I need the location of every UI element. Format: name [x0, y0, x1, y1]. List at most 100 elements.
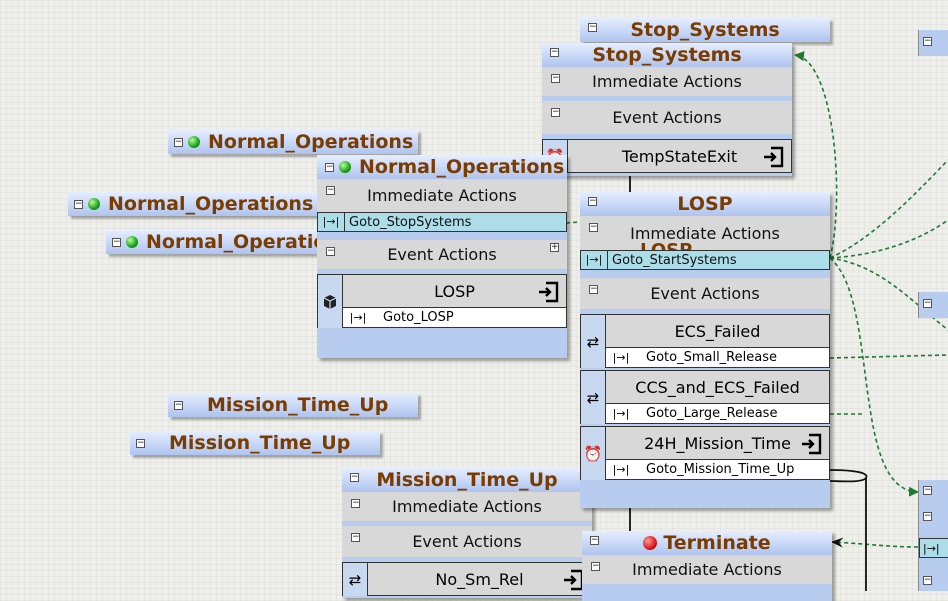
event-temp-state-exit[interactable]: ⏰ TempStateExit [542, 139, 792, 173]
event-24h-mission-time[interactable]: ⏰ 24H_Mission_Time |→| Goto_Mission_Time… [580, 426, 830, 480]
collapse-icon[interactable]: − [174, 399, 183, 410]
collapse-icon[interactable]: − [588, 196, 597, 206]
event-ccs-and-ecs-failed[interactable]: ⇄ CCS_and_ECS_Failed |→| Goto_Large_Rele… [580, 370, 830, 426]
section-label: Event Actions [612, 108, 722, 127]
active-state-icon [88, 198, 100, 210]
losp-header[interactable]: − LOSP [580, 192, 830, 216]
goto-start-systems[interactable]: |→| Goto_StartSystems [580, 250, 830, 270]
transition-start-systems-d [829, 257, 919, 497]
goto-icon: |→| [612, 463, 630, 476]
collapse-icon[interactable]: − [351, 532, 360, 542]
terminate-state[interactable]: − Terminate − Immediate Actions [582, 531, 832, 601]
collapse-icon[interactable]: − [923, 298, 932, 308]
normal-operations-header-1[interactable]: − Normal_Operations [168, 130, 418, 154]
event-actions-section[interactable]: − Event Actions [542, 101, 792, 139]
collapse-icon[interactable]: − [923, 575, 932, 585]
transition-start-systems-b [829, 219, 948, 259]
collapse-icon[interactable]: − [350, 472, 359, 482]
goto-small-release[interactable]: |→| Goto_Small_Release [606, 348, 830, 368]
mission-time-up-header[interactable]: − Mission_Time_Up [342, 468, 592, 492]
state-title: Normal_Operations [108, 193, 314, 215]
immediate-actions-section[interactable]: − Immediate Actions [342, 492, 592, 526]
normal-operations-header-2[interactable]: − Normal_Operations [68, 192, 318, 216]
offscreen-state-1[interactable]: − [918, 30, 948, 56]
section-label: Immediate Actions [392, 497, 542, 516]
state-title: Normal_Operations [208, 131, 414, 153]
normal-operations-header[interactable]: − Normal_Operations [317, 155, 567, 179]
state-change-icon: ⇄ [580, 370, 606, 424]
transition-small-release [829, 354, 948, 359]
collapse-icon[interactable]: − [551, 73, 560, 83]
state-title: Terminate [663, 532, 771, 554]
goto-mission-time-up[interactable]: |→| Goto_Mission_Time_Up [606, 460, 830, 480]
mission-time-up-state[interactable]: − Mission_Time_Up − Immediate Actions − … [342, 468, 592, 598]
collapse-icon[interactable]: − [136, 437, 145, 448]
expand-icon[interactable]: + [550, 242, 559, 252]
immediate-actions-section[interactable]: − Immediate Actions LOSP [580, 216, 830, 261]
offscreen-state-2[interactable]: − [918, 292, 948, 318]
losp-state[interactable]: − LOSP − Immediate Actions LOSP |→| Goto… [580, 192, 830, 508]
alarm-clock-icon: ⏰ [580, 426, 606, 480]
event-name: CCS_and_ECS_Failed [635, 377, 800, 397]
section-label: Event Actions [412, 532, 522, 551]
normal-operations-header-3[interactable]: − Normal_Operations [106, 230, 356, 254]
offscreen-state-3[interactable]: − − |→| − [918, 480, 948, 591]
state-title: LOSP [677, 193, 733, 215]
stop-systems-header-back[interactable]: − Stop_Systems [580, 18, 830, 42]
goto-row-partial[interactable]: |→| [919, 538, 948, 558]
goto-icon: |→| [612, 407, 630, 420]
exit-state-icon [802, 433, 822, 455]
goto-large-release[interactable]: |→| Goto_Large_Release [606, 404, 830, 424]
event-ecs-failed[interactable]: ⇄ ECS_Failed |→| Goto_Small_Release [580, 314, 830, 370]
terminal-state-icon [643, 536, 658, 550]
event-actions-section[interactable]: − Event Actions + [317, 240, 567, 274]
collapse-icon[interactable]: − [174, 136, 183, 147]
collapse-icon[interactable]: − [589, 222, 598, 232]
event-actions-section[interactable]: − Event Actions [342, 526, 592, 562]
immediate-actions-section[interactable]: − Immediate Actions [542, 67, 792, 101]
section-label: Event Actions [387, 245, 497, 264]
collapse-icon[interactable]: − [351, 498, 360, 508]
collapse-icon[interactable]: − [923, 511, 932, 521]
collapse-icon[interactable]: − [590, 535, 599, 545]
state-change-icon: ⇄ [342, 562, 368, 596]
terminate-header[interactable]: − Terminate [582, 531, 832, 555]
collapse-icon[interactable]: − [550, 47, 559, 57]
collapse-icon[interactable]: − [112, 236, 121, 247]
collapse-icon[interactable]: − [326, 185, 335, 195]
transition-start-systems-a [829, 159, 948, 259]
event-name: ECS_Failed [674, 321, 761, 341]
immediate-actions-section[interactable]: − Immediate Actions [317, 179, 567, 212]
collapse-icon[interactable]: − [326, 246, 335, 256]
normal-operations-state[interactable]: − Normal_Operations − Immediate Actions … [317, 155, 567, 358]
goto-stop-systems[interactable]: |→| Goto_StopSystems [317, 212, 567, 232]
event-no-sm-rel[interactable]: ⇄ No_Sm_Rel [342, 562, 592, 596]
event-actions-section[interactable]: − Event Actions [580, 278, 830, 314]
section-label: Event Actions [650, 284, 760, 303]
collapse-icon[interactable]: − [588, 22, 597, 32]
mission-time-up-header-1[interactable]: − Mission_Time_Up [168, 393, 418, 417]
state-title: Stop_Systems [630, 19, 780, 41]
collapse-icon[interactable]: − [591, 561, 600, 571]
stop-systems-state[interactable]: − Stop_Systems − Immediate Actions − Eve… [542, 43, 792, 176]
collapse-icon[interactable]: − [923, 36, 932, 46]
section-label: Immediate Actions [367, 186, 517, 205]
transition-terminate [831, 537, 919, 548]
immediate-actions-section[interactable]: − Immediate Actions [582, 555, 832, 589]
goto-icon: |→| [581, 251, 608, 269]
cube-icon [317, 274, 343, 328]
mission-time-up-header-2[interactable]: − Mission_Time_Up [130, 431, 380, 455]
active-state-icon [126, 236, 138, 248]
collapse-icon[interactable]: − [923, 485, 932, 495]
collapse-icon[interactable]: − [74, 198, 83, 209]
goto-icon: |→| [318, 213, 345, 231]
event-name: TempStateExit [621, 146, 738, 166]
state-title: Mission_Time_Up [207, 394, 389, 416]
collapse-icon[interactable]: − [325, 161, 334, 172]
collapse-icon[interactable]: − [551, 107, 560, 117]
event-losp[interactable]: LOSP |→| Goto_LOSP [317, 274, 567, 333]
stop-systems-header[interactable]: − Stop_Systems [542, 43, 792, 67]
goto-losp[interactable]: |→| Goto_LOSP [343, 308, 567, 328]
state-title: Normal_Operations [359, 156, 565, 178]
collapse-icon[interactable]: − [589, 284, 598, 294]
